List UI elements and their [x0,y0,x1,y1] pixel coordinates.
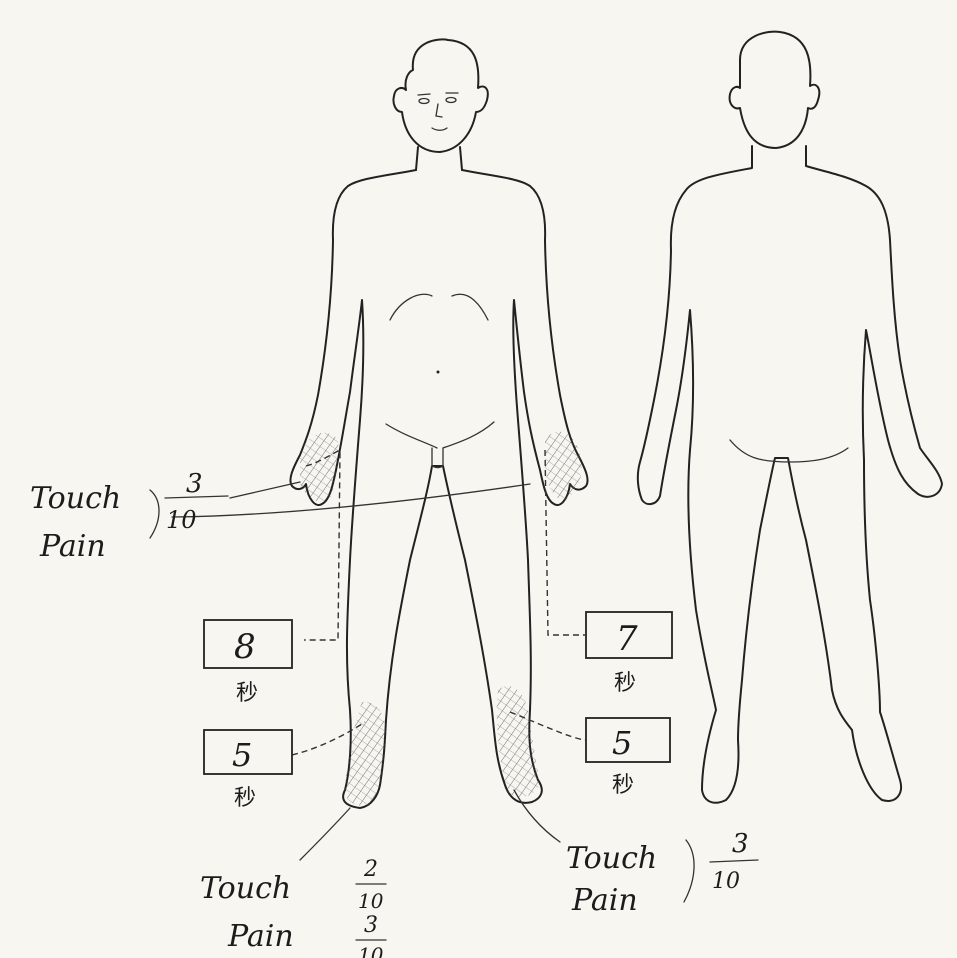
left-foot-touch-label: Touch [566,841,657,876]
box-left-hand-unit: 秒 [614,671,636,696]
left-foot-value-denominator: 10 [712,869,740,894]
box-left-hand-value: 7 [616,619,638,659]
back-head [730,32,820,148]
right-foot-touch-numerator: 2 [363,857,378,882]
right-foot-pain-denominator: 10 [358,943,384,958]
hands-pain-label: Pain [39,529,106,564]
annotation-right-foot: Touch 2 10 Pain 3 10 [200,857,386,958]
right-foot-pain-numerator: 3 [364,913,378,938]
front-body-figure [290,39,587,808]
box-right-foot: 5 秒 [204,730,292,811]
box-right-foot-value: 5 [232,736,252,774]
box-right-hand-unit: 秒 [236,681,258,706]
front-torso-outline [290,170,587,808]
box-left-foot: 5 秒 [586,718,670,798]
right-foot-touch-label: Touch [200,871,291,906]
right-foot-touch-denominator: 10 [358,889,384,913]
left-foot-pain-label: Pain [571,883,638,918]
hands-value-numerator: 3 [186,469,203,499]
box-left-foot-unit: 秒 [612,773,634,798]
annotation-left-foot: Touch Pain 3 10 [566,829,758,918]
box-left-hand: 7 秒 [586,612,672,696]
left-foot-value-numerator: 3 [732,829,749,859]
back-body-outline [638,146,942,803]
front-face [418,93,458,130]
right-foot-pain-label: Pain [227,919,294,954]
hands-value-denominator: 10 [166,506,197,534]
hands-touch-label: Touch [30,481,121,516]
box-right-hand: 8 秒 [204,620,292,706]
back-body-figure [638,32,942,803]
box-right-hand-value: 8 [234,627,256,667]
front-head [393,39,487,152]
box-right-foot-unit: 秒 [234,786,256,811]
front-right-hand-shading [300,433,339,502]
box-left-foot-value: 5 [612,724,632,762]
